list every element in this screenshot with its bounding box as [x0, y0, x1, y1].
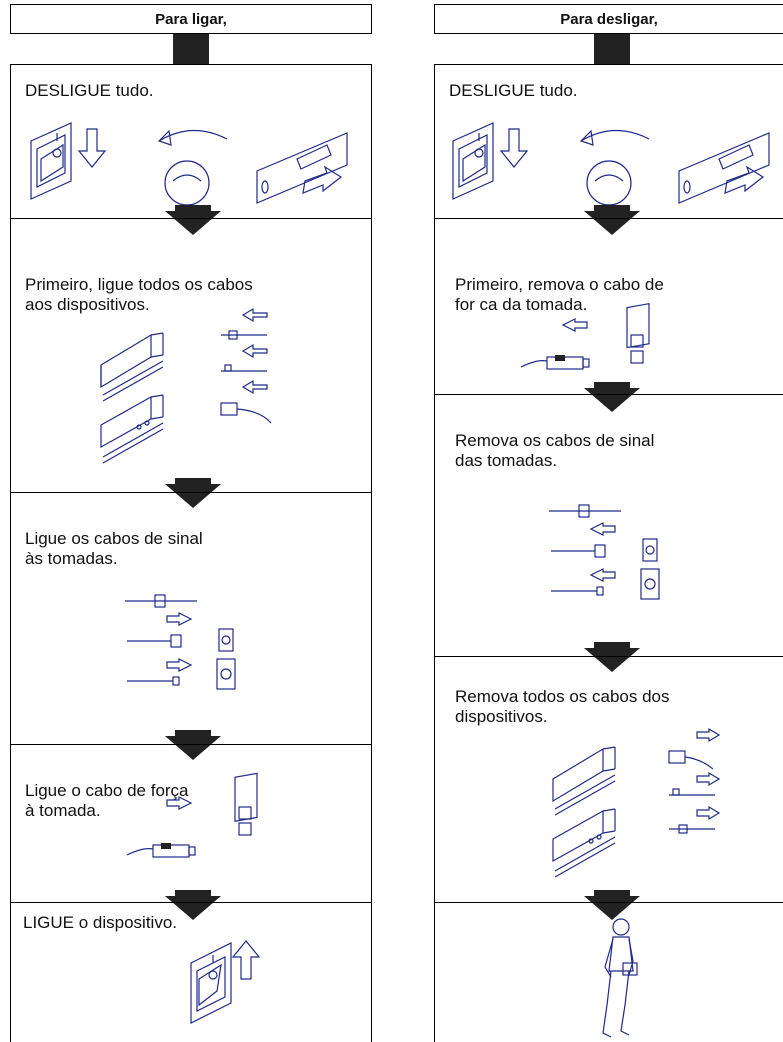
left-arrow-4-icon	[165, 890, 221, 920]
rotary-knob-icon	[579, 129, 650, 206]
right-arrow-4-icon	[584, 890, 640, 920]
power-cord-illustration	[126, 772, 258, 858]
signal-cables-illustration	[125, 594, 236, 690]
device-box-icon	[100, 332, 164, 464]
right-arrow-3-icon	[584, 642, 640, 672]
rotary-knob-icon	[157, 129, 228, 206]
power-outlet-icon	[234, 772, 258, 836]
walking-person-icon	[602, 918, 638, 1038]
power-plug-icon	[520, 318, 590, 370]
right-step-2-text: Primeiro, remova o cabo de for ca da tom…	[455, 275, 664, 314]
up-arrow-icon	[231, 940, 261, 980]
left-step-4: Ligue o cabo de força à tomada.	[10, 744, 372, 902]
right-step-1: DESLIGUE tudo.	[434, 64, 783, 218]
left-arrow-3-icon	[165, 730, 221, 760]
left-step-5: LIGUE o dispositivo.	[10, 902, 372, 1042]
slide-switch-icon	[256, 132, 348, 204]
left-step-1-text: DESLIGUE tudo.	[25, 81, 154, 100]
left-step-2: Primeiro, ligue todos os cabos aos dispo…	[10, 218, 372, 492]
wall-outlet-icon	[216, 628, 236, 690]
left-header-connector	[173, 34, 209, 64]
right-step-2: Primeiro, remova o cabo de for ca da tom…	[434, 218, 783, 394]
left-step-2-text: Primeiro, ligue todos os cabos aos dispo…	[25, 275, 253, 314]
rocker-switch-icon	[452, 122, 494, 200]
rocker-switch-on-icon	[190, 942, 232, 1024]
right-header: Para desligar,	[434, 4, 783, 34]
right-arrow-2-icon	[584, 382, 640, 412]
cable-connectors-icon	[220, 307, 272, 424]
left-step-4-text: Ligue o cabo de força à tomada.	[25, 781, 189, 820]
remove-signal-cables-illustration	[549, 504, 660, 600]
power-on-illustration	[190, 940, 261, 1024]
power-outlet-icon	[626, 303, 650, 364]
right-power-off-illustration	[452, 122, 770, 206]
signal-plug-icon	[549, 504, 621, 596]
signal-plug-icon	[125, 594, 197, 686]
left-step-1: DESLIGUE tudo.	[10, 64, 372, 218]
right-arrow-1-icon	[584, 205, 640, 235]
remove-device-cables-illustration	[552, 727, 721, 878]
slide-switch-icon	[678, 132, 770, 204]
right-step-1-text: DESLIGUE tudo.	[449, 81, 578, 100]
cable-connectors-icon	[668, 727, 721, 834]
power-plug-icon	[126, 796, 196, 858]
devices-cables-illustration	[100, 307, 272, 464]
right-step-4-text: Remova todos os cabos dos dispositivos.	[455, 687, 670, 726]
left-step-3: Ligue os cabos de sinal às tomadas.	[10, 492, 372, 744]
rocker-switch-icon	[30, 122, 72, 200]
right-step-5	[434, 902, 783, 1042]
right-step-4: Remova todos os cabos dos dispositivos.	[434, 656, 783, 902]
wall-outlet-icon	[640, 538, 660, 600]
device-box-icon	[552, 746, 616, 878]
left-header: Para ligar,	[10, 4, 372, 34]
right-header-connector	[594, 34, 630, 64]
left-step-5-text: LIGUE o dispositivo.	[23, 913, 178, 932]
right-step-3: Remova os cabos de sinal das tomadas.	[434, 394, 783, 656]
left-step-3-text: Ligue os cabos de sinal às tomadas.	[25, 529, 203, 568]
down-arrow-icon	[77, 128, 107, 168]
right-step-3-text: Remova os cabos de sinal das tomadas.	[455, 431, 655, 470]
remove-power-cord-illustration	[520, 303, 650, 370]
left-arrow-2-icon	[165, 478, 221, 508]
left-arrow-1-icon	[165, 205, 221, 235]
power-off-illustration	[30, 122, 348, 206]
down-arrow-icon	[499, 128, 529, 168]
